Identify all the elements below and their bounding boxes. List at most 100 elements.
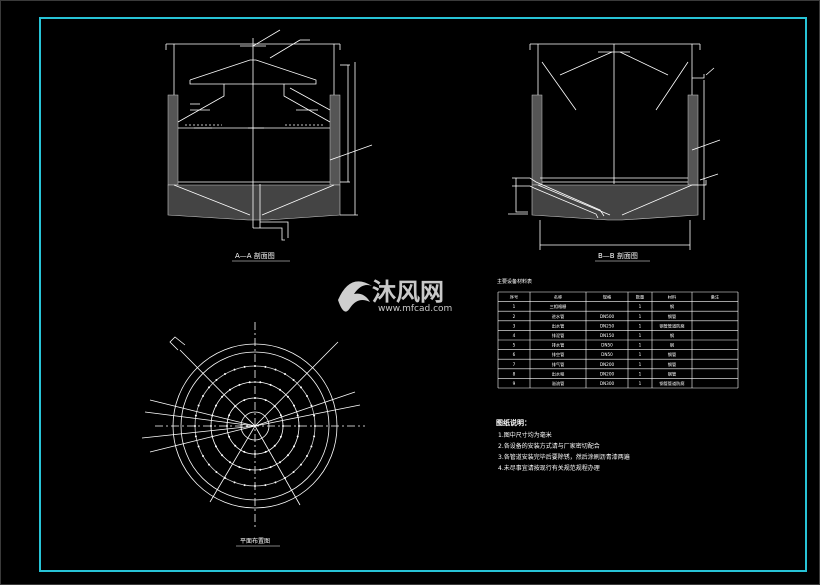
bom-cell: DN250 <box>600 323 615 328</box>
bom-cell: 1 <box>639 343 642 348</box>
plan-hole <box>243 365 246 368</box>
bom-header-cell: 备注 <box>711 294 720 301</box>
plan-hole <box>313 435 316 438</box>
bom-cell: 2 <box>513 314 516 319</box>
plan-hole <box>300 386 302 389</box>
plan-hole <box>269 466 272 469</box>
plan-hole <box>286 454 289 457</box>
bom-cell: DN300 <box>600 381 615 386</box>
plan-hole <box>233 481 236 484</box>
plan-view-title: 平面布置图 <box>240 537 270 545</box>
section-a-a-view <box>165 29 373 241</box>
bom-cell: DN500 <box>600 314 615 319</box>
watermark-url: www.mfcad.com <box>378 304 452 314</box>
bom-cell: 溢流管 <box>552 380 565 387</box>
bom-cell: 1 <box>639 323 642 328</box>
bom-cell: 钢 <box>670 332 674 339</box>
plan-hole <box>264 450 267 453</box>
plan-hole <box>215 379 218 381</box>
plan-hole <box>274 481 277 484</box>
plan-hole <box>228 414 231 417</box>
mfcad-logo-icon <box>338 281 372 312</box>
bom-cell: 7 <box>513 362 516 367</box>
plan-hole <box>269 383 272 386</box>
bom-cell: 5 <box>513 343 516 348</box>
note-line-3: 3.各管道安装完毕后要除锈，然后涂刷沥青漆两遍 <box>498 453 630 461</box>
notes-title: 图纸说明： <box>496 418 531 427</box>
watermark-brand: 沐风网 <box>372 278 444 306</box>
plan-hole <box>215 404 217 407</box>
bom-cell: 1 <box>639 352 642 357</box>
plan-hole <box>254 397 256 399</box>
plan-hole <box>202 455 204 457</box>
bom-cell: 排气管 <box>552 361 565 368</box>
bom-cell: 排水管 <box>552 342 565 349</box>
plan-hole <box>224 477 226 479</box>
plan-hole <box>306 395 308 397</box>
plan-hole <box>310 404 313 407</box>
plan-hole <box>194 414 197 417</box>
plan-hole <box>274 368 277 371</box>
plan-hole <box>279 435 282 438</box>
bom-cell: 3 <box>513 323 516 328</box>
bom-cell: 钢管 <box>668 370 676 377</box>
plan-hole <box>273 405 276 408</box>
plan-hole <box>284 477 286 479</box>
plan-hole <box>279 461 281 464</box>
bom-header-cell: 名称 <box>554 294 562 301</box>
bom-header-cell: 材料 <box>668 294 677 301</box>
plan-hole <box>208 463 210 466</box>
plan-hole <box>310 445 313 448</box>
bom-cell: 钢管 <box>668 361 676 368</box>
plan-hole <box>264 484 267 487</box>
plan-hole <box>208 386 210 389</box>
bom-cell: 进水管 <box>552 313 565 320</box>
bom-cell: 排空管 <box>552 351 565 358</box>
plan-hole <box>254 485 256 487</box>
bom-cell: 出水堰 <box>552 370 565 377</box>
bom-cell: 1 <box>513 304 516 309</box>
plan-hole <box>215 445 217 448</box>
bom-cell: 1 <box>639 314 642 319</box>
section-b-b-title: B—B 剖面图 <box>598 251 638 260</box>
plan-hole <box>194 435 197 438</box>
plan-hole <box>248 468 251 471</box>
section-a-a-title: A—A 剖面图 <box>235 251 275 260</box>
bom-header-cell: 规格 <box>603 294 612 301</box>
watermark: 沐风网 www.mfcad.com <box>338 278 452 314</box>
bom-cell: 钢管管道防腐 <box>659 322 684 329</box>
plan-hole <box>229 388 231 391</box>
note-line-1: 1.图中尺寸均为毫米 <box>498 431 552 439</box>
note-line-4: 4.未尽事宜请按现行有关规范规程办理 <box>498 464 600 472</box>
note-line-2: 2.各设备的安装方式请与厂家密切配合 <box>498 442 600 450</box>
plan-hole <box>194 425 196 427</box>
plan-hole <box>248 381 251 384</box>
bom-cell: 1 <box>639 362 642 367</box>
bom-cell: 钢 <box>670 342 674 349</box>
plan-hole <box>254 453 256 455</box>
bom-cell: 三相格栅 <box>550 303 567 310</box>
plan-hole <box>215 471 218 473</box>
bom-cell: 8 <box>513 371 516 376</box>
plan-hole <box>254 365 256 367</box>
plan-hole <box>202 395 204 397</box>
plan-hole <box>226 425 228 427</box>
plan-hole <box>228 435 231 438</box>
bom-cell: 1 <box>639 333 642 338</box>
bom-header-cell: 序号 <box>510 294 518 301</box>
plan-hole <box>229 461 231 464</box>
plan-hole <box>211 414 214 417</box>
plan-hole <box>284 373 286 375</box>
bom-cell: DN150 <box>600 333 615 338</box>
bom-cell: 1 <box>639 381 642 386</box>
bom-cell: 1 <box>639 371 642 376</box>
bom-cell: 钢管 <box>668 313 676 320</box>
plan-hole <box>224 373 226 375</box>
bom-cell: 出水管 <box>552 322 565 329</box>
bom-cell: DN200 <box>600 362 615 367</box>
drawing-border <box>39 17 807 572</box>
plan-hole <box>259 381 262 384</box>
bom-title: 主要设备材料表 <box>497 278 532 285</box>
plan-hole <box>259 468 262 471</box>
